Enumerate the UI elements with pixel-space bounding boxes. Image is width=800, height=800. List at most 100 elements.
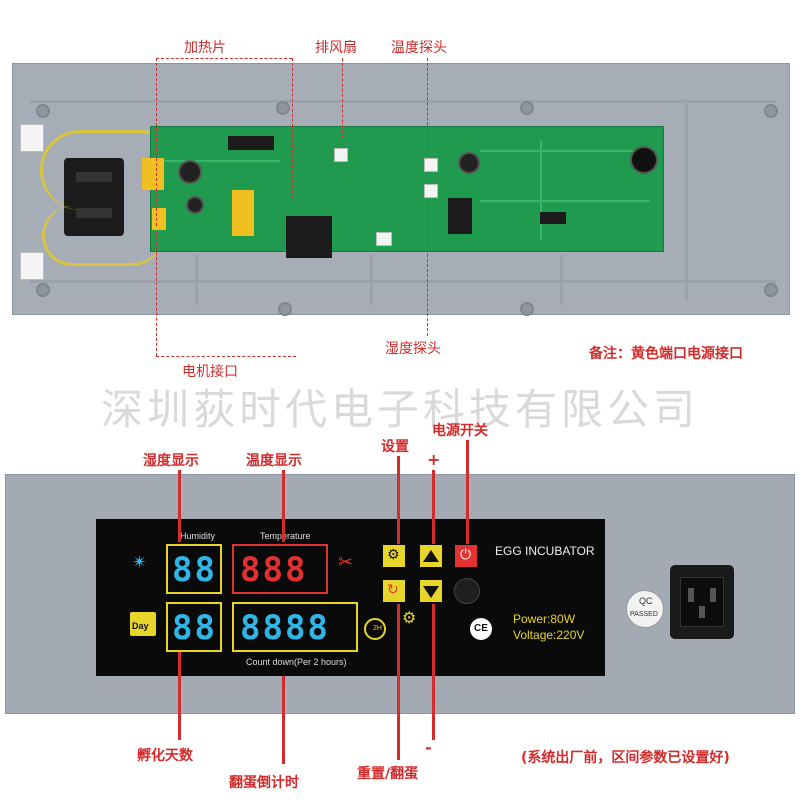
brand-label: EGG INCUBATOR bbox=[495, 544, 595, 558]
arrow-line bbox=[178, 470, 181, 542]
yellow-motor-port bbox=[152, 208, 166, 230]
thermometer-icon: ✂ bbox=[338, 552, 354, 573]
leader-line bbox=[292, 58, 293, 198]
countdown-display: 8888 bbox=[232, 602, 358, 652]
humidity-label: Humidity bbox=[180, 531, 216, 541]
inlet-pin bbox=[710, 588, 716, 602]
pcb-trace bbox=[160, 160, 280, 162]
temperature-digits: 888 bbox=[240, 550, 308, 590]
screw bbox=[764, 283, 778, 297]
leader-line bbox=[427, 58, 428, 150]
wire-terminal bbox=[20, 252, 44, 280]
yellow-wire bbox=[42, 206, 162, 266]
qc-sticker: QC PASSED bbox=[626, 590, 664, 628]
power-button[interactable]: ⏻ bbox=[455, 545, 477, 567]
humidity-digits: 88 bbox=[172, 550, 217, 590]
power-icon: ⏻ bbox=[460, 547, 472, 563]
leader-line bbox=[156, 58, 292, 59]
annotation-turn-countdown: 翻蛋倒计时 bbox=[229, 775, 299, 791]
annotation-plus: + bbox=[427, 450, 441, 469]
annotation-reset-turn: 重置/翻蛋 bbox=[357, 766, 419, 782]
tray-rib bbox=[370, 255, 373, 305]
power-rating: Power:80W bbox=[513, 612, 576, 626]
relay bbox=[286, 216, 332, 258]
leader-line bbox=[427, 200, 428, 336]
leader-line bbox=[156, 232, 157, 356]
screw bbox=[520, 302, 534, 316]
annotation-incubation-days: 孵化天数 bbox=[137, 748, 193, 764]
callout-fan: 排风扇 bbox=[315, 40, 357, 56]
watermark: 深圳荻时代电子科技有限公司 bbox=[100, 385, 699, 434]
temperature-display: 888 bbox=[232, 544, 328, 594]
arrow-line bbox=[282, 676, 285, 764]
arrow-line bbox=[432, 604, 435, 740]
settings-button[interactable]: ⚙ bbox=[383, 545, 405, 567]
screw bbox=[36, 283, 50, 297]
screw bbox=[520, 101, 534, 115]
socket-pin bbox=[76, 208, 112, 218]
tray-rib bbox=[195, 255, 198, 305]
voltage-rating: Voltage:220V bbox=[513, 628, 585, 642]
sensor-hole bbox=[454, 578, 480, 604]
days-digits: 88 bbox=[172, 608, 217, 648]
arrow-line bbox=[432, 470, 435, 544]
ce-mark: CE bbox=[470, 618, 492, 640]
annotation-settings: 设置 bbox=[381, 439, 409, 455]
callout-temp-probe: 温度探头 bbox=[391, 40, 447, 56]
gear-icon: ⚙ bbox=[387, 547, 400, 563]
leader-line bbox=[156, 356, 296, 357]
chip bbox=[448, 198, 472, 234]
screw bbox=[36, 104, 50, 118]
capacitor bbox=[178, 160, 202, 184]
connector bbox=[334, 148, 348, 162]
transformer bbox=[232, 190, 254, 236]
yellow-power-port bbox=[142, 158, 164, 190]
note-power-port: 备注：黄色端口电源接口 bbox=[589, 346, 743, 362]
display-window bbox=[96, 519, 605, 676]
tray-rib bbox=[30, 100, 776, 103]
tray-rib bbox=[685, 100, 688, 300]
capacitor bbox=[458, 152, 480, 174]
annotation-humidity-display: 湿度显示 bbox=[143, 453, 199, 469]
inlet-pin bbox=[699, 606, 705, 618]
countdown-digits: 8888 bbox=[240, 608, 330, 648]
callout-motor-port: 电机接口 bbox=[182, 364, 238, 380]
turn-icon-text: 2H bbox=[373, 625, 382, 632]
calendar-icon: Day bbox=[130, 612, 156, 636]
arrow-line bbox=[178, 652, 181, 740]
screw bbox=[764, 104, 778, 118]
countdown-label: Count down(Per 2 hours) bbox=[246, 657, 347, 667]
pcb-trace bbox=[480, 200, 650, 202]
callout-heater: 加热片 bbox=[184, 40, 226, 56]
wire-terminal bbox=[20, 124, 44, 152]
tray-rib bbox=[30, 280, 776, 283]
inlet-pin bbox=[688, 588, 694, 602]
annotation-temperature-display: 温度显示 bbox=[246, 453, 302, 469]
tray-rib bbox=[560, 255, 563, 305]
annotation-factory-note: (系统出厂前，区间参数已设置好) bbox=[521, 750, 730, 766]
leader-line bbox=[156, 58, 157, 226]
minus-button[interactable] bbox=[420, 580, 442, 602]
connector bbox=[424, 158, 438, 172]
arrow-line bbox=[397, 456, 400, 544]
days-display: 88 bbox=[166, 602, 222, 652]
arrow-up-icon bbox=[423, 550, 439, 562]
gear-icon: ⚙ bbox=[402, 608, 417, 627]
socket-pin bbox=[76, 172, 112, 182]
humidity-icon: ✴ bbox=[132, 552, 148, 573]
reset-turn-button[interactable]: ↻ bbox=[383, 580, 405, 602]
chip bbox=[540, 212, 566, 224]
pcb-trace bbox=[480, 150, 650, 152]
connector bbox=[424, 184, 438, 198]
buzzer bbox=[630, 146, 658, 174]
connector bbox=[376, 232, 392, 246]
inlet-cavity bbox=[680, 577, 724, 627]
plus-button[interactable] bbox=[420, 545, 442, 567]
capacitor bbox=[186, 196, 204, 214]
refresh-icon: ↻ bbox=[387, 582, 399, 598]
resistor-block bbox=[228, 136, 274, 150]
day-icon-text: Day bbox=[132, 621, 149, 631]
arrow-line bbox=[397, 604, 400, 760]
screw bbox=[278, 302, 292, 316]
qc-bottom-text: PASSED bbox=[630, 611, 658, 618]
